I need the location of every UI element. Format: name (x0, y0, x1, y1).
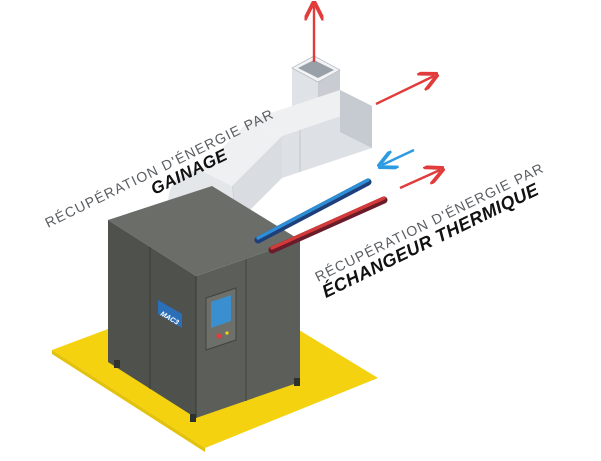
cabinet-top (108, 186, 300, 276)
emergency-stop-button[interactable] (216, 333, 222, 339)
floor-plate-edge (52, 350, 205, 452)
duct-end-cap (340, 90, 372, 148)
pipe-hot-highlight (270, 196, 386, 250)
duct-diagonal-top (200, 120, 282, 186)
control-screen (211, 295, 231, 328)
pipe-cold-highlight (256, 178, 370, 240)
status-light (225, 331, 229, 335)
echangeur-label-line2: ÉCHANGEUR THERMIQUE (318, 178, 542, 302)
brand-logo-plate (158, 300, 182, 328)
arrow-left-icon (382, 148, 415, 165)
arrow-up-right-icon (399, 170, 440, 190)
duct-diagonal-front (232, 136, 282, 224)
cabinet-foot (294, 378, 300, 386)
echangeur-label-line1: RÉCUPÉRATION D'ÉNERGIE PAR (312, 160, 546, 285)
pipe-cold (254, 178, 372, 244)
chimney-opening (298, 60, 334, 78)
cabinet-side (196, 240, 300, 418)
pipe-hot (268, 196, 388, 254)
cabinet-foot (190, 414, 196, 422)
cabinet-foot (114, 360, 120, 368)
arrow-up-right-icon (375, 76, 434, 106)
cabinet-front (108, 220, 196, 418)
